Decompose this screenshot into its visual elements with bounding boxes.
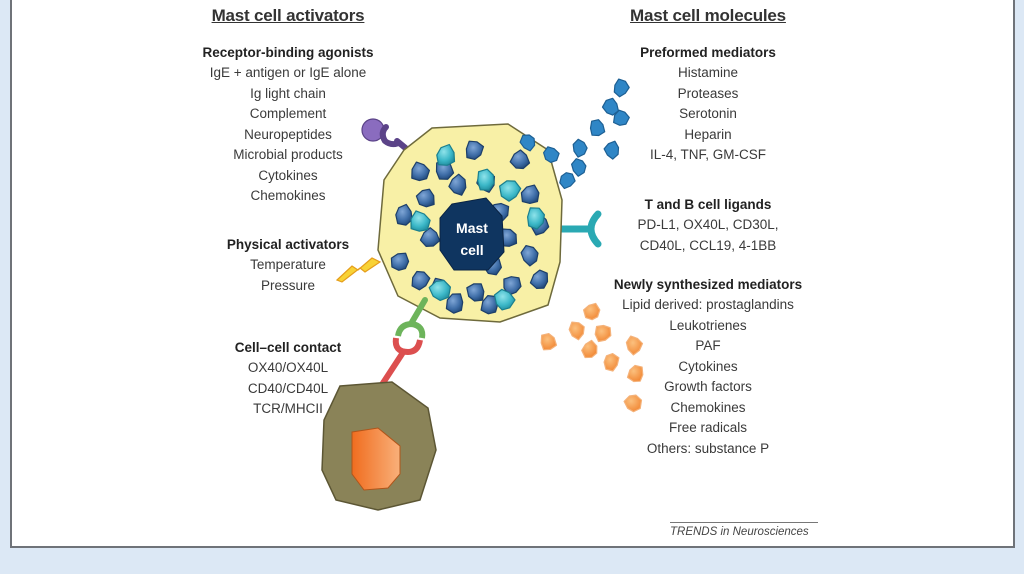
cell-label-line2: cell — [460, 242, 483, 258]
list-item: TCR/MHCII — [253, 401, 323, 416]
granule-blue — [395, 203, 413, 226]
granule-blue — [448, 173, 467, 196]
left-heading: Mast cell activators — [211, 6, 365, 25]
list-item: IL-4, TNF, GM-CSF — [649, 147, 766, 162]
mast-cell-nucleus — [439, 197, 505, 271]
granule-blue — [419, 227, 441, 247]
section-preformed-mediators: Preformed mediators Histamine Proteases … — [598, 43, 818, 166]
section-title: Receptor-binding agonists — [202, 45, 374, 60]
section-receptor-binding: Receptor-binding agonists IgE + antigen … — [178, 43, 398, 207]
granule-blue — [411, 161, 430, 182]
section-t-b-cell-ligands: T and B cell ligands PD-L1, OX40L, CD30L… — [598, 195, 818, 256]
section-newly-synthesized: Newly synthesized mediators Lipid derive… — [598, 275, 818, 459]
section-title: Newly synthesized mediators — [613, 277, 803, 292]
granule-blue — [390, 252, 410, 271]
section-title: T and B cell ligands — [644, 197, 772, 212]
preformed-dot — [519, 134, 536, 152]
granule-blue — [529, 269, 549, 289]
preformed-granule-icon — [519, 78, 630, 190]
list-item: OX40/OX40L — [247, 360, 329, 375]
list-item: Temperature — [250, 257, 326, 272]
preformed-dot — [571, 158, 587, 177]
list-item: Proteases — [677, 85, 739, 101]
granule-blue — [445, 293, 464, 314]
list-item: PAF — [695, 338, 721, 353]
granule-blue — [466, 283, 485, 302]
preformed-dot — [559, 172, 576, 190]
section-title: Preformed mediators — [640, 45, 776, 60]
list-item: Free radicals — [668, 420, 748, 435]
list-item: Others: substance P — [646, 440, 770, 456]
preformed-dot — [572, 138, 588, 158]
section-cell-cell-contact: Cell–cell contact OX40/OX40L CD40/CD40L … — [188, 338, 388, 420]
list-item: Lipid derived: prostaglandins — [622, 297, 794, 312]
granule-teal — [410, 210, 431, 232]
list-item: Histamine — [677, 65, 739, 80]
list-item: Pressure — [260, 277, 316, 293]
synthesized-dot — [603, 353, 620, 372]
list-item: Chemokines — [250, 188, 326, 203]
right-column: Mast cell molecules — [608, 6, 808, 26]
list-item: Ig light chain — [250, 85, 326, 101]
list-item: Complement — [249, 106, 327, 121]
synthesized-mediator-icon — [540, 302, 644, 413]
synthesized-dot — [594, 324, 612, 343]
granule-teal — [477, 168, 495, 191]
section-physical-activators: Physical activators Temperature Pressure — [188, 235, 388, 296]
cell-label-line1: Mast — [456, 220, 488, 236]
granule-blue — [465, 140, 485, 160]
synthesized-dot — [625, 335, 644, 356]
section-title: Physical activators — [226, 237, 350, 252]
synthesized-dot — [626, 364, 644, 383]
granule-blue — [509, 149, 531, 170]
preformed-dot — [589, 119, 606, 137]
t-b-ligand-receptor-icon — [556, 210, 602, 248]
section-title: Cell–cell contact — [234, 340, 342, 355]
source-credit: TRENDS in Neurosciences — [670, 522, 818, 538]
list-item: Growth factors — [664, 379, 752, 394]
list-item: CD40L, CCL19, 4-1BB — [639, 237, 777, 253]
granule-blue — [411, 270, 431, 291]
list-item: Neuropeptides — [244, 126, 332, 142]
list-item: Serotonin — [679, 106, 737, 121]
right-heading: Mast cell molecules — [630, 6, 786, 25]
list-item: Cytokines — [678, 358, 738, 374]
preformed-dot — [543, 146, 560, 163]
synthesized-dot — [568, 321, 585, 341]
list-item: PD-L1, OX40L, CD30L, — [637, 217, 779, 232]
synthesized-dot — [581, 339, 598, 359]
synthesized-dot — [540, 333, 558, 351]
synthesized-dot — [623, 394, 643, 413]
granule-blue — [503, 276, 522, 296]
list-item: Heparin — [684, 126, 732, 142]
granule-blue — [415, 188, 435, 208]
granule-teal — [436, 143, 456, 166]
list-item: IgE + antigen or IgE alone — [209, 65, 367, 80]
granules — [390, 140, 550, 315]
list-item: Cytokines — [258, 167, 318, 183]
list-item: Microbial products — [233, 147, 343, 162]
list-item: Leukotrienes — [669, 317, 747, 333]
preformed-dot — [601, 97, 619, 116]
left-column: Mast cell activators — [188, 6, 388, 26]
granule-blue — [520, 184, 540, 204]
granule-teal — [493, 288, 516, 311]
granule-teal — [499, 180, 522, 202]
granule-teal — [527, 207, 545, 230]
list-item: Chemokines — [670, 399, 746, 415]
preformed-dot — [603, 140, 620, 160]
contact-cell-icon — [321, 381, 437, 511]
granule-blue — [520, 245, 539, 267]
preformed-dot — [613, 78, 630, 98]
list-item: CD40/CD40L — [247, 380, 329, 396]
tcell-receptor-icon — [380, 297, 428, 386]
granule-teal — [428, 279, 451, 302]
synthesized-dot — [583, 302, 601, 321]
lightning-icon — [335, 257, 382, 283]
